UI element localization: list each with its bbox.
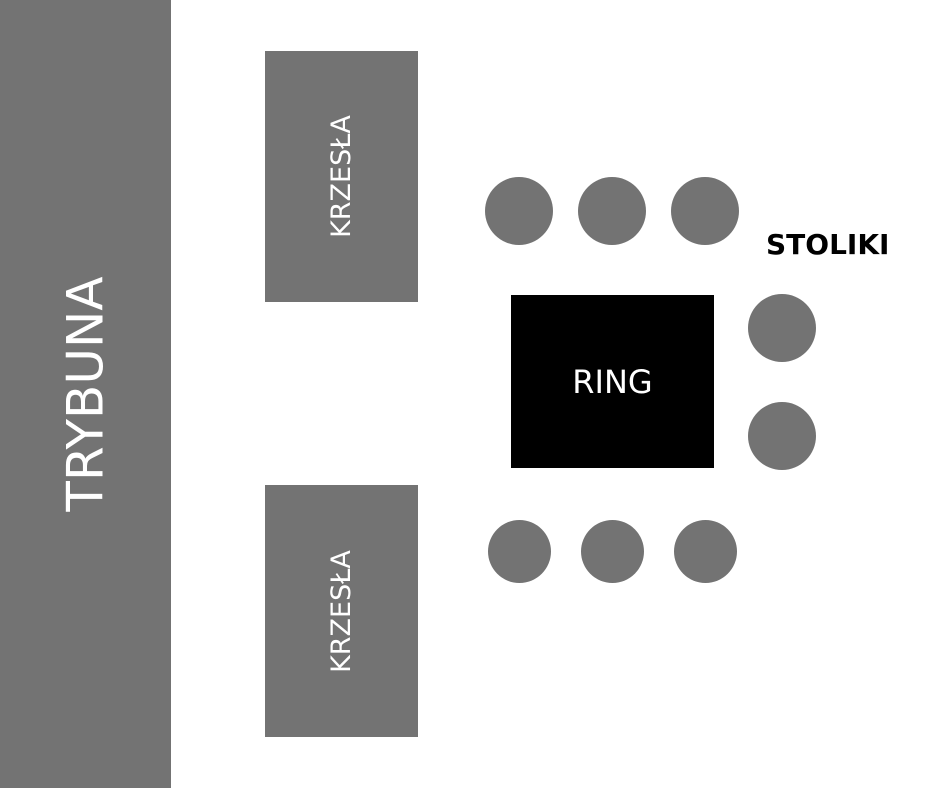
- table-bottom-1: [488, 520, 551, 583]
- table-top-3: [671, 177, 739, 245]
- table-top-1: [485, 177, 553, 245]
- chairs-bottom-label: KRZESŁA: [326, 549, 357, 673]
- table-bottom-3: [674, 520, 737, 583]
- chairs-top-area: KRZESŁA: [265, 51, 418, 302]
- table-right-2: [748, 402, 816, 470]
- stand-label: TRYBUNA: [56, 276, 115, 512]
- table-top-2: [578, 177, 646, 245]
- chairs-top-label: KRZESŁA: [326, 115, 357, 238]
- table-right-1: [748, 294, 816, 362]
- tables-label: STOLIKI: [766, 228, 890, 261]
- table-bottom-2: [581, 520, 644, 583]
- stand-area: TRYBUNA: [0, 0, 171, 788]
- chairs-bottom-area: KRZESŁA: [265, 485, 418, 737]
- ring-label: RING: [572, 362, 653, 401]
- ring: RING: [511, 295, 714, 468]
